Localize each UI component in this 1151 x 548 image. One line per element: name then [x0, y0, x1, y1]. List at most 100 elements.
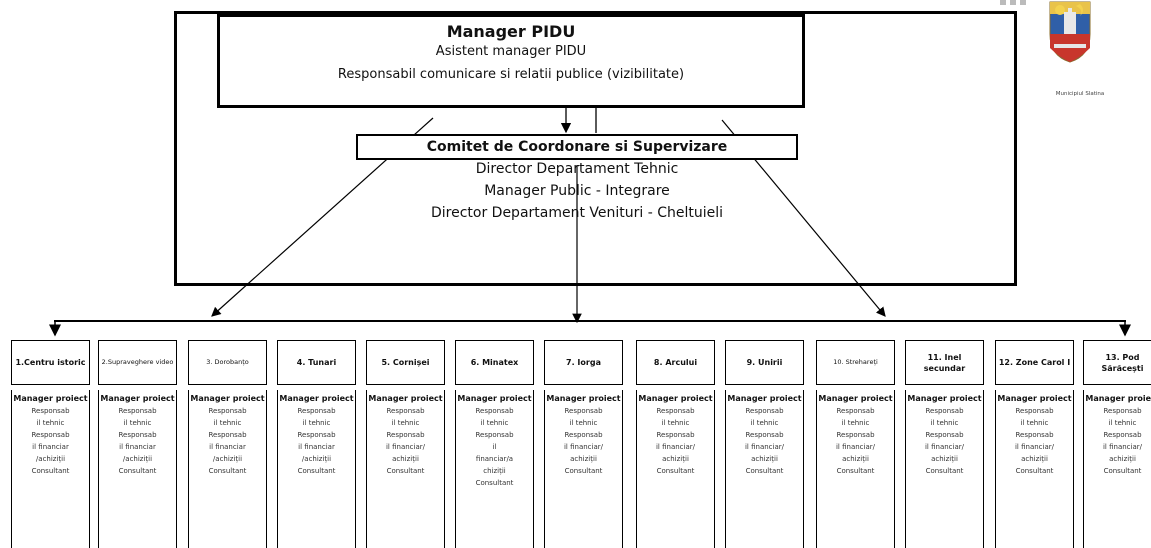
project-role: il financiar: [209, 443, 246, 451]
project-role: /achiziții: [122, 455, 153, 463]
project-role: Consultant: [1015, 467, 1054, 475]
project-role: il financiar: [119, 443, 156, 451]
project-role: achiziții: [1109, 455, 1136, 463]
project-role: Responsab: [656, 431, 695, 439]
crest-caption: Municipiul Slatina: [1055, 91, 1105, 97]
project-role: Consultant: [475, 479, 514, 487]
project-manager-label: Manager proiect: [190, 394, 265, 403]
project-title: 5. Cornișei: [366, 340, 445, 385]
project-role: Responsab: [386, 431, 425, 439]
project-role: Consultant: [31, 467, 70, 475]
project-role: Consultant: [1103, 467, 1142, 475]
project-role: Responsab: [475, 407, 514, 415]
project-role: il tehnic: [36, 419, 65, 427]
project-role: il tehnic: [930, 419, 959, 427]
municipality-crest-icon: [1049, 1, 1091, 63]
committee-member: Director Departament Tehnic: [475, 161, 679, 177]
project-role: Consultant: [386, 467, 425, 475]
project-role: Responsab: [31, 407, 70, 415]
project-role: il financiar/: [924, 443, 964, 451]
project-role: il tehnic: [391, 419, 420, 427]
project-manager-label: Manager proiect: [100, 394, 175, 403]
project-role: Responsab: [836, 407, 875, 415]
committee-title: Comitet de Coordonare si Supervizare: [426, 139, 728, 155]
project-manager-label: Manager proiect: [457, 394, 532, 403]
project-role: Responsab: [564, 431, 603, 439]
project-role: il tehnic: [569, 419, 598, 427]
committee-member: Manager Public - Integrare: [484, 183, 670, 199]
project-role: il financiar/: [744, 443, 784, 451]
project-role: il financiar/: [655, 443, 695, 451]
top-decoration: [1000, 0, 1026, 5]
project-manager-label: Manager proiect: [907, 394, 982, 403]
project-role: Responsab: [564, 407, 603, 415]
project-role: il tehnic: [123, 419, 152, 427]
project-role: Responsab: [297, 431, 336, 439]
project-role: Responsab: [208, 431, 247, 439]
project-manager-label: Manager proiect: [727, 394, 802, 403]
project-title: 8. Arcului: [636, 340, 715, 385]
project-manager-label: Manager proiect: [13, 394, 88, 403]
distribution-bar: [54, 320, 1126, 322]
project-role: Consultant: [118, 467, 157, 475]
project-role: il tehnic: [661, 419, 690, 427]
project-role: Responsab: [925, 407, 964, 415]
project-manager-label: Manager proiect: [279, 394, 354, 403]
project-role: il financiar: [298, 443, 335, 451]
project-title: 4. Tunari: [277, 340, 356, 385]
project-role: Consultant: [208, 467, 247, 475]
governance-frame: [174, 11, 1017, 286]
project-role: Responsab: [118, 407, 157, 415]
project-manager-label: Manager proiect: [368, 394, 443, 403]
project-title: 6. Minatex: [455, 340, 534, 385]
project-title: 7. Iorga: [544, 340, 623, 385]
project-title: 13. Pod Sărăcești: [1083, 340, 1151, 385]
project-role: Consultant: [297, 467, 336, 475]
project-role: il tehnic: [841, 419, 870, 427]
project-role: Responsab: [1103, 407, 1142, 415]
project-role: il financiar/: [1014, 443, 1054, 451]
project-role: achiziții: [751, 455, 778, 463]
project-role: achiziții: [570, 455, 597, 463]
project-title: 1.Centru istoric: [11, 340, 90, 385]
project-role: il financiar: [32, 443, 69, 451]
project-role: il tehnic: [1020, 419, 1049, 427]
project-manager-label: Manager proiect: [997, 394, 1072, 403]
manager-box: Manager PIDU Asistent manager PIDU Respo…: [217, 14, 805, 108]
project-role: financiar/a: [475, 455, 514, 463]
project-role: Consultant: [656, 467, 695, 475]
project-role: Consultant: [564, 467, 603, 475]
project-role: Responsab: [31, 431, 70, 439]
project-role: Responsab: [656, 407, 695, 415]
project-role: Responsab: [925, 431, 964, 439]
project-title: 11. Inel secundar: [905, 340, 984, 385]
project-role: Responsab: [386, 407, 425, 415]
manager-assistant: Asistent manager PIDU: [435, 44, 587, 59]
project-manager-label: Manager proiect: [638, 394, 713, 403]
project-role: Responsab: [208, 407, 247, 415]
project-role: Consultant: [925, 467, 964, 475]
project-role: il financiar/: [385, 443, 425, 451]
project-role: Responsab: [745, 431, 784, 439]
project-title: 3. Dorobanțo: [188, 340, 267, 385]
project-role: il tehnic: [213, 419, 242, 427]
project-role: Responsab: [475, 431, 514, 439]
